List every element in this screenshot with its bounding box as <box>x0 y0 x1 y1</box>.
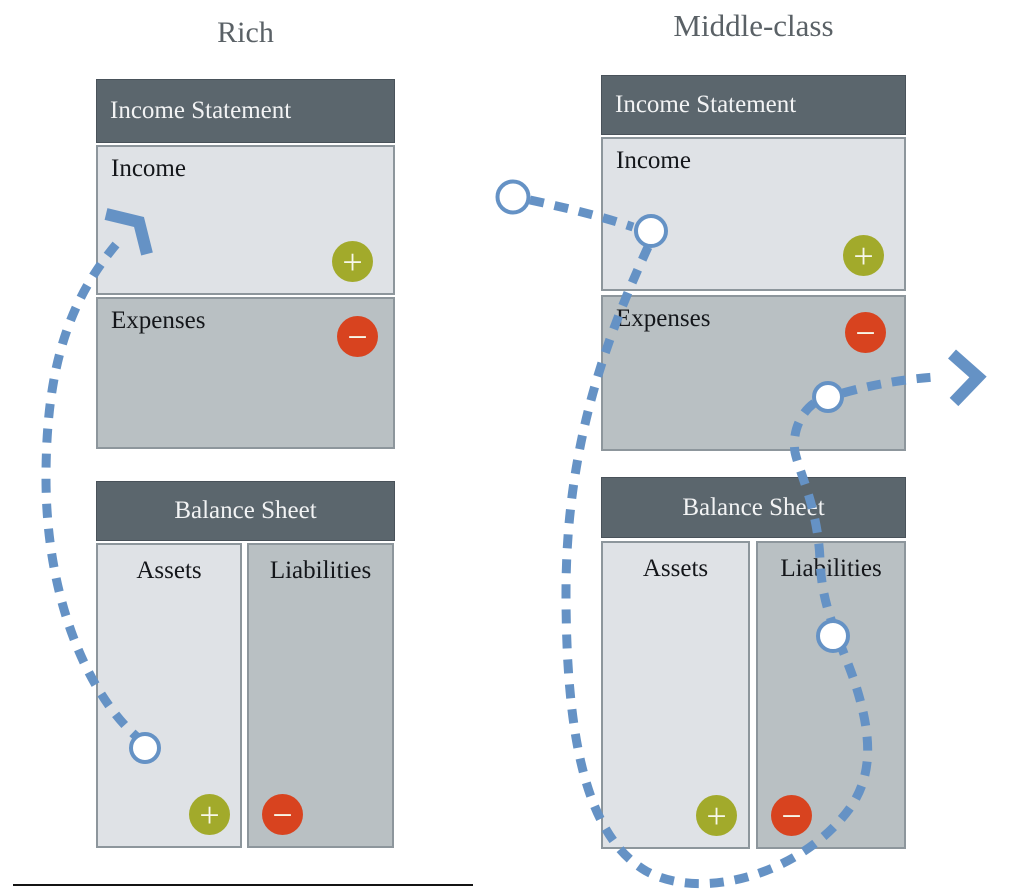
mc-balance-sheet-header-label: Balance Sheet <box>682 493 825 521</box>
mc-expenses-label: Expenses <box>616 305 711 332</box>
mc-income-label: Income <box>616 147 691 174</box>
rich-income-label: Income <box>111 155 186 182</box>
plus-glyph: + <box>853 235 874 276</box>
plus-icon: + <box>189 794 230 835</box>
mc-assets-label: Assets <box>642 555 709 582</box>
plus-icon: + <box>332 241 373 282</box>
mc-income-statement-header-label: Income Statement <box>615 91 797 118</box>
mc-income-statement-header: Income Statement <box>601 75 906 135</box>
plus-icon: + <box>696 795 737 836</box>
minus-glyph: − <box>272 794 293 835</box>
rich-balance-sheet-header-label: Balance Sheet <box>174 497 317 524</box>
minus-icon: − <box>771 795 812 836</box>
minus-glyph: − <box>781 795 802 836</box>
plus-glyph: + <box>342 241 363 282</box>
rich-income-statement-header-label: Income Statement <box>110 97 292 124</box>
page-divider-line <box>13 884 473 886</box>
rich-assets-label: Assets <box>136 557 202 584</box>
rich-balance-sheet-header: Balance Sheet <box>96 481 395 541</box>
minus-icon: − <box>845 312 886 353</box>
plus-glyph: + <box>199 794 220 835</box>
plus-icon: + <box>843 235 884 276</box>
rich-column-title: Rich <box>217 16 274 49</box>
rich-expenses-label: Expenses <box>111 307 206 334</box>
plus-glyph: + <box>706 795 727 836</box>
minus-glyph: − <box>347 316 368 357</box>
rich-income-statement-header: Income Statement <box>96 79 395 143</box>
flow-node-circle <box>495 179 531 215</box>
rich-liabilities-label: Liabilities <box>269 557 372 584</box>
mc-liabilities-label: Liabilities <box>780 555 882 582</box>
middle-class-column-title: Middle-class <box>673 8 834 43</box>
mc-balance-sheet-header: Balance Sheet <box>601 477 906 538</box>
minus-icon: − <box>262 794 303 835</box>
arrowhead-icon <box>948 349 987 407</box>
minus-glyph: − <box>855 312 876 353</box>
minus-icon: − <box>337 316 378 357</box>
